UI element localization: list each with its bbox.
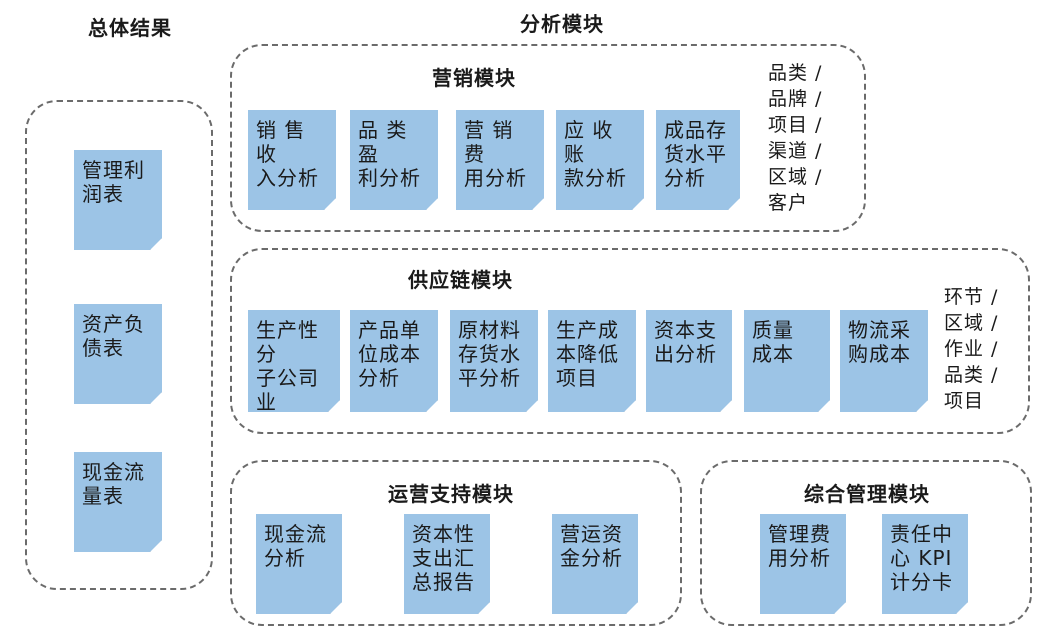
- marketing-item-marketing-expense: 营 销 费 用分析: [456, 110, 544, 210]
- management-item-admin-expense: 管理费 用分析: [760, 514, 846, 614]
- overall-item-profit-statement: 管理利 润表: [74, 150, 162, 250]
- supply-chain-title: 供应链模块: [408, 268, 513, 292]
- operations-item-capex-report: 资本性 支出汇 总报告: [404, 514, 490, 614]
- management-group: [700, 460, 1032, 626]
- overall-item-balance-sheet: 资产负 债表: [74, 304, 162, 404]
- supply-chain-item-quality-cost: 质量 成本: [744, 310, 830, 412]
- overall-group: [25, 100, 213, 590]
- marketing-item-sales-revenue: 销 售 收 入分析: [248, 110, 336, 210]
- marketing-group: [230, 44, 866, 232]
- supply-chain-item-logistics-procurement: 物流采 购成本: [840, 310, 928, 412]
- marketing-item-category-profit: 品 类 盈 利分析: [350, 110, 438, 210]
- analysis-title: 分析模块: [520, 12, 604, 36]
- marketing-title: 营销模块: [432, 66, 516, 90]
- supply-chain-item-subsidiary-performance: 生产性分 子公司业 绩评价: [248, 310, 340, 412]
- marketing-dimensions: 品类 / 品牌 / 项目 / 渠道 / 区域 / 客户: [768, 62, 823, 214]
- supply-chain-dimensions: 环节 / 区域 / 作业 / 品类 / 项目: [944, 286, 999, 412]
- operations-title: 运营支持模块: [388, 482, 514, 506]
- supply-chain-item-raw-material-inventory: 原材料 存货水 平分析: [450, 310, 538, 412]
- supply-chain-item-unit-cost: 产品单 位成本 分析: [350, 310, 438, 412]
- overall-item-cash-flow-statement: 现金流 量表: [74, 452, 162, 552]
- marketing-item-finished-goods-inventory: 成品存 货水平 分析: [656, 110, 740, 210]
- overall-title: 总体结果: [88, 16, 172, 40]
- supply-chain-item-capex: 资本支 出分析: [646, 310, 732, 412]
- operations-item-cash-flow: 现金流 分析: [256, 514, 342, 614]
- operations-item-working-capital: 营运资 金分析: [552, 514, 638, 614]
- operations-group: [230, 460, 682, 626]
- supply-chain-item-cost-reduction: 生产成 本降低 项目: [548, 310, 636, 412]
- management-item-kpi-scorecard: 责任中 心 KPI 计分卡: [882, 514, 968, 614]
- supply-chain-group: [230, 248, 1030, 434]
- marketing-item-receivables: 应 收 账 款分析: [556, 110, 644, 210]
- management-title: 综合管理模块: [804, 482, 930, 506]
